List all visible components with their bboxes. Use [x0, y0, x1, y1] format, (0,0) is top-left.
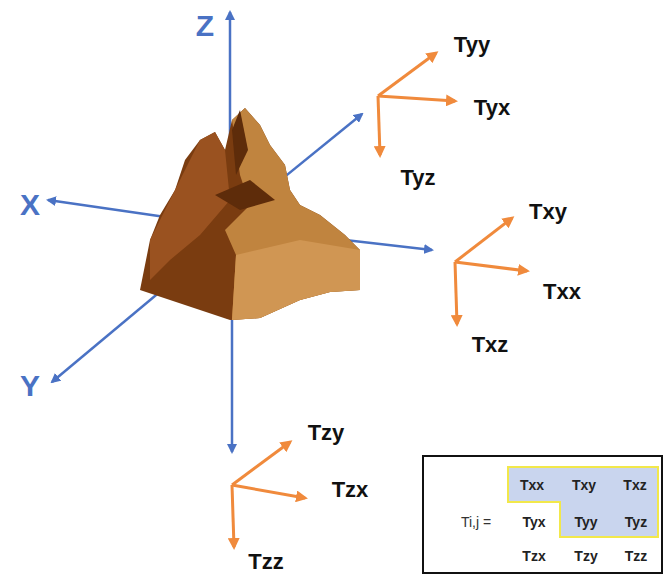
component-label: Tyy [454, 34, 490, 56]
component-label: Txx [543, 281, 581, 303]
axis-lines [48, 12, 432, 452]
matrix-name: Ti,j = [461, 515, 491, 529]
matrix-cell: Tyz [625, 515, 647, 529]
axis-label: Z [196, 11, 214, 41]
matrix-cell: Tzz [625, 549, 648, 563]
component-label: Tzz [248, 551, 283, 573]
rock-block [140, 108, 360, 320]
axis-label: X [20, 190, 40, 220]
component-label: Txz [472, 334, 509, 356]
component-label: Tzy [308, 422, 345, 444]
tensor-matrix: Ti,j = Txx Txy TxzTyx Tyy TyzTzx Tzy Tzz [422, 455, 663, 574]
matrix-cell: Tzy [574, 549, 597, 563]
matrix-cell: Tyx [522, 515, 545, 529]
component-label: Txy [529, 201, 567, 223]
matrix-cell: Tzx [522, 549, 545, 563]
component-label: Tyz [400, 167, 435, 189]
matrix-cell: Txx [520, 478, 544, 492]
axis-label: Y [20, 371, 40, 401]
matrix-cell: Tyy [574, 515, 597, 529]
component-label: Tzx [332, 479, 369, 501]
matrix-cell: Txz [623, 478, 646, 492]
component-label: Tyx [474, 97, 510, 119]
matrix-cell: Txy [572, 478, 596, 492]
